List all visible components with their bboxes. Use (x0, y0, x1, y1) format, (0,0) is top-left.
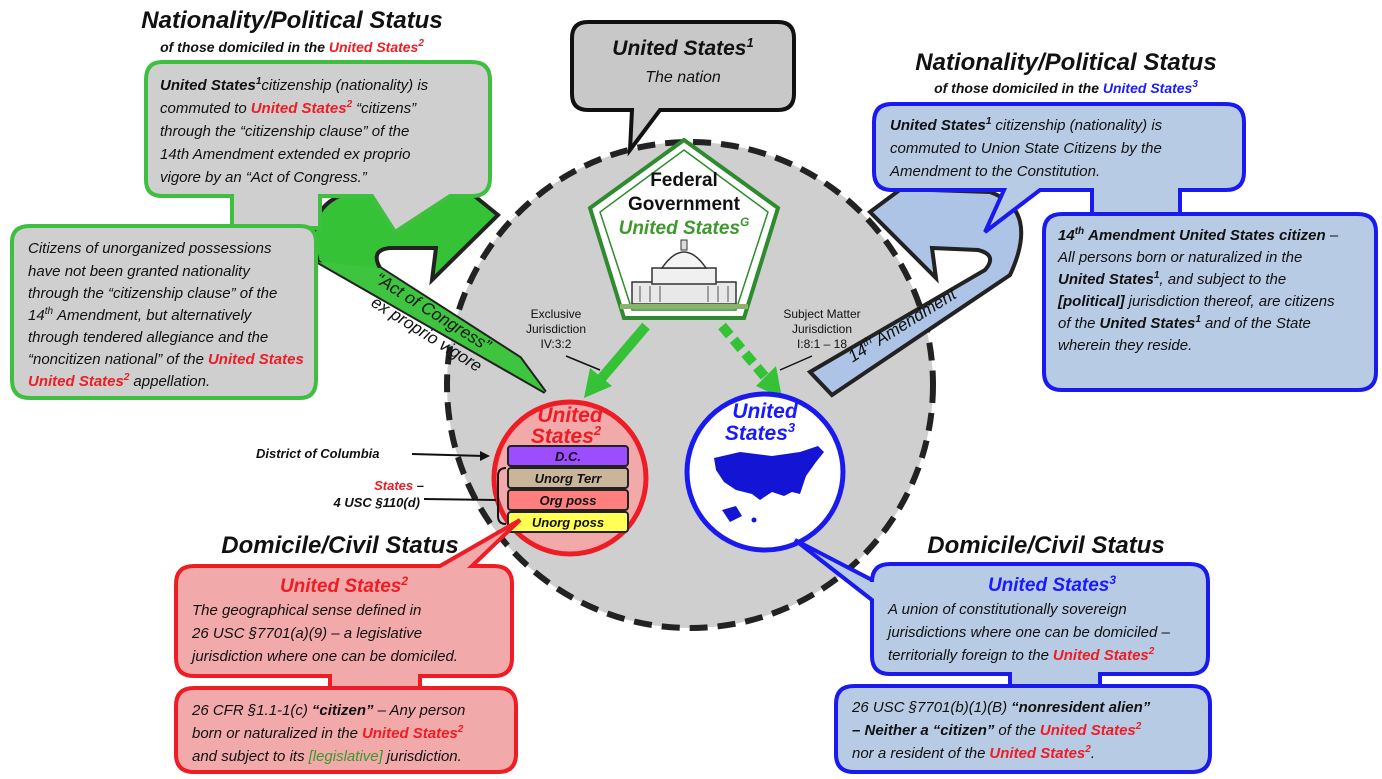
subject-matter-jurisdiction-label: Subject Matter Jurisdiction I:8:1 – 18 (779, 307, 861, 371)
svg-text:States3: States3 (725, 420, 796, 445)
bottom-right-box1: United States3 A union of constitutional… (793, 538, 1210, 690)
svg-text:United StatesG: United StatesG (619, 215, 750, 239)
stack-bar-2 (507, 489, 629, 511)
states-label: States (374, 478, 413, 493)
dc-label: District of Columbia (256, 446, 380, 461)
svg-text:of those domiciled in the Unit: of those domiciled in the United States3 (934, 79, 1198, 96)
usc-label: 4 USC §110(d) (333, 495, 420, 510)
bottom-right-box2: 26 USC §7701(b)(1)(B)“nonresident alien”… (834, 684, 1212, 774)
stack-bar-3 (507, 511, 629, 533)
fed-sup: G (740, 215, 749, 229)
br-title: Domicile/Civil Status (927, 532, 1164, 559)
fed-line1: Federal (650, 170, 718, 191)
svg-text:26 CFR §1.1-1(c)“citizen”– Any: 26 CFR §1.1-1(c)“citizen”– Any person bo… (191, 702, 470, 765)
dc-pointer (411, 453, 485, 457)
svg-text:States –: States – (374, 478, 424, 493)
exclusive-jurisdiction-arrow (584, 322, 650, 398)
top-left-heading: Nationality/Political Status of those do… (141, 7, 442, 55)
stack-label-2: Org poss (539, 493, 596, 508)
stack-label-3: Unorg poss (532, 515, 604, 530)
bl-title: Domicile/Civil Status (221, 532, 458, 559)
stack-label-1: Unorg Terr (535, 471, 603, 486)
bottom-left-box1: United States2 The geographical sense de… (174, 518, 522, 692)
tl-title: Nationality/Political Status (141, 7, 442, 34)
us1-callout: United States1 The nation (570, 20, 796, 157)
svg-text:United: United (732, 400, 799, 423)
svg-text:States2: States2 (531, 423, 602, 448)
stack-bar-0 (507, 445, 629, 467)
svg-text:United States1citizenship (nat: United States1citizenship (nationality) … (889, 116, 1166, 180)
svg-text:26 USC §7701(b)(1)(B)“nonresid: 26 USC §7701(b)(1)(B)“nonresident alien”… (851, 699, 1154, 762)
us1-subtitle: The nation (645, 69, 721, 86)
top-left-box2: Citizens of unorganized possessions have… (10, 224, 318, 400)
svg-text:United States2: United States2 (280, 574, 408, 597)
svg-text:of those domiciled in the Unit: of those domiciled in the United States2 (160, 38, 424, 55)
svg-text:I:8:1 – 18: I:8:1 – 18 (797, 337, 847, 351)
svg-text:Jurisdiction: Jurisdiction (526, 322, 586, 336)
svg-text:United States1citizenship (nat: United States1citizenship (nationality) … (160, 76, 432, 186)
fed-line2: Government (628, 194, 741, 215)
top-right-heading: Nationality/Political Status of those do… (915, 49, 1216, 96)
svg-text:Exclusive: Exclusive (531, 307, 582, 321)
svg-text:Subject Matter: Subject Matter (783, 307, 860, 321)
capitol-building-icon (620, 239, 748, 309)
svg-text:14thAmendment United States ci: 14thAmendment United States citizen – Al… (1057, 226, 1342, 354)
svg-text:Citizens of unorganized posses: Citizens of unorganized possessions have… (28, 240, 308, 390)
svg-text:United: United (537, 404, 604, 427)
fed-us: United States (619, 218, 740, 239)
svg-text:A union of constitutionally so: A union of constitutionally sovereign ju… (886, 601, 1174, 664)
stack-label-0: D.C. (555, 449, 581, 464)
us3-circle: United States3 (684, 391, 846, 553)
usa-map-icon (714, 446, 824, 500)
svg-text:Jurisdiction: Jurisdiction (792, 322, 852, 336)
subject-matter-arrow (718, 322, 782, 398)
svg-text:United States3: United States3 (988, 573, 1116, 596)
us1-sup: 1 (746, 35, 753, 50)
us1-title: United States (612, 37, 746, 60)
tr-title: Nationality/Political Status (915, 49, 1216, 76)
stack-bar-1 (507, 467, 629, 489)
bottom-left-box2: 26 CFR §1.1-1(c)“citizen”– Any person bo… (174, 686, 518, 774)
exclusive-jurisdiction-label: Exclusive Jurisdiction IV:3:2 (526, 307, 601, 371)
federal-government-pentagon: Federal Government United StatesG (587, 137, 781, 320)
top-left-box1: United States1citizenship (nationality) … (144, 60, 492, 235)
svg-text:United States1: United States1 (612, 35, 753, 60)
svg-text:IV:3:2: IV:3:2 (541, 337, 572, 351)
svg-text:The geographical sense defined: The geographical sense defined in 26 USC… (190, 602, 458, 665)
